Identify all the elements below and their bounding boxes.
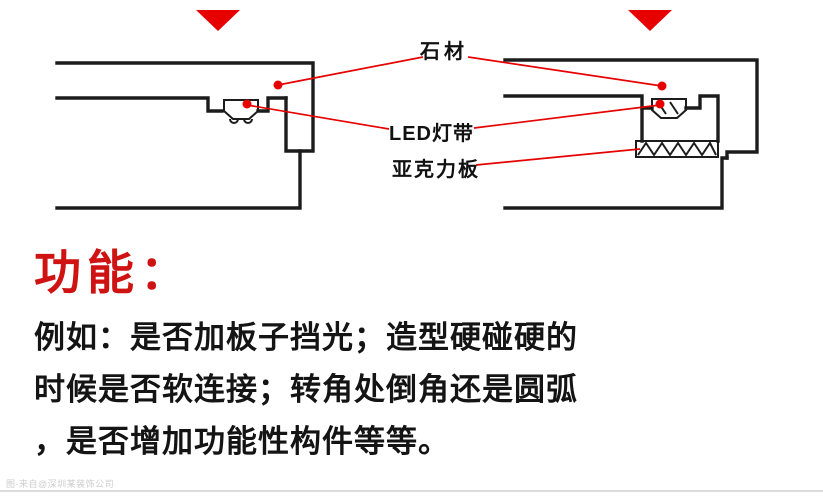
bottom-divider	[0, 490, 823, 492]
right-section-diagram	[503, 58, 759, 210]
section-heading: 功能：	[34, 246, 193, 299]
leader-lines	[246, 56, 663, 166]
body-paragraph: 例如：是否加板子挡光；造型硬碰硬的 时候是否软连接；转角处倒角还是圆弧 ，是否增…	[34, 312, 804, 468]
body-line: ，是否增加功能性构件等等。	[34, 424, 450, 459]
acrylic-panel-label: 亚克力板	[392, 159, 480, 181]
body-line: 例如：是否加板子挡光；造型硬碰硬的	[34, 320, 578, 355]
left-section-diagram	[55, 61, 315, 210]
down-triangle-icon	[196, 10, 240, 31]
ceiling-detail-drawing	[55, 10, 759, 210]
led-strip-label: LED灯带	[389, 123, 474, 145]
down-triangle-icon	[628, 10, 672, 31]
leader-line-acrylic	[475, 148, 641, 166]
acrylic-panel	[635, 140, 719, 158]
leader-line-led-left	[246, 104, 390, 130]
anchor-dot	[242, 99, 252, 109]
anchor-dot	[273, 80, 283, 90]
stone-label: 石材	[420, 41, 468, 63]
body-line: 时候是否软连接；转角处倒角还是圆弧	[34, 372, 578, 407]
leader-line-led-right	[473, 104, 661, 129]
led-fixture	[223, 99, 259, 124]
anchor-dot	[657, 81, 667, 91]
anchor-dot	[655, 99, 665, 109]
watermark-text: 图·来自@深圳某装饰公司	[6, 479, 115, 489]
anchor-dots	[242, 80, 667, 109]
leader-line-stone-left	[277, 56, 424, 86]
leader-line-stone-right	[467, 56, 663, 87]
